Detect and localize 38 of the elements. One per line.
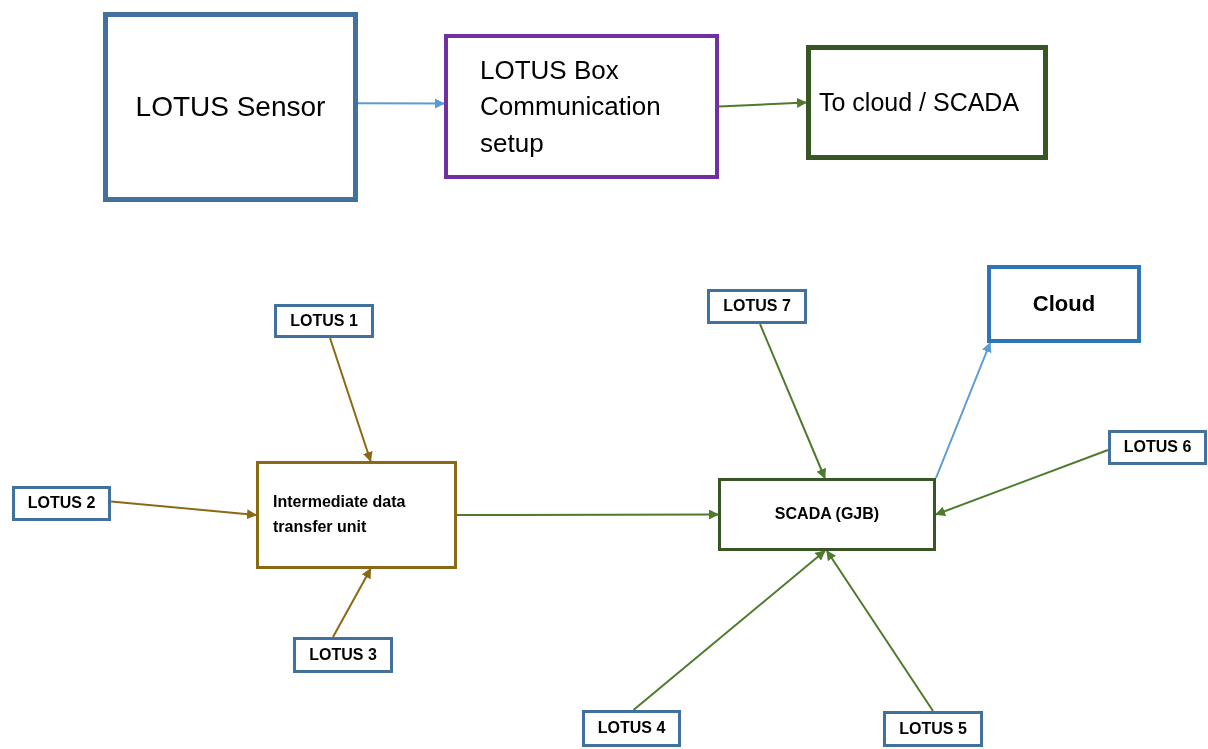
arrow xyxy=(826,550,934,712)
box-label: To cloud / SCADA xyxy=(819,87,1020,119)
box-label: LOTUS 3 xyxy=(309,644,377,665)
process-box xyxy=(103,12,358,202)
box-label: LOTUS Sensor xyxy=(135,89,326,124)
box-label: SCADA (GJB) xyxy=(774,504,880,525)
process-box xyxy=(883,711,983,747)
arrow xyxy=(718,97,807,108)
process-box xyxy=(12,486,111,521)
box-label: LOTUS 5 xyxy=(899,718,967,739)
arrow xyxy=(357,98,445,109)
arrow xyxy=(935,448,1109,516)
arrow xyxy=(456,509,719,520)
process-box xyxy=(718,478,936,551)
arrow xyxy=(110,500,257,520)
process-box xyxy=(707,289,807,324)
process-box xyxy=(582,710,681,747)
arrow xyxy=(632,550,826,711)
arrow xyxy=(935,342,992,479)
box-label: Cloud xyxy=(1032,289,1096,318)
arrow xyxy=(759,323,826,479)
box-label: LOTUS 6 xyxy=(1123,437,1192,458)
process-box xyxy=(806,45,1048,160)
box-label: LOTUS 2 xyxy=(27,493,96,514)
box-label: LOTUS 4 xyxy=(597,718,666,739)
process-box xyxy=(274,304,374,338)
arrow xyxy=(329,337,373,462)
arrow xyxy=(332,568,372,638)
process-box xyxy=(444,34,719,179)
process-box xyxy=(987,265,1141,343)
box-label: LOTUS 7 xyxy=(723,296,791,317)
process-box xyxy=(1108,430,1207,465)
box-label: LOTUS 1 xyxy=(290,310,358,331)
process-box xyxy=(256,461,457,569)
box-label: LOTUS Box xyxy=(480,53,619,87)
box-label: Intermediate data transfer unit xyxy=(273,492,407,537)
process-box xyxy=(293,637,393,673)
box-label: Communication setup xyxy=(480,90,662,160)
